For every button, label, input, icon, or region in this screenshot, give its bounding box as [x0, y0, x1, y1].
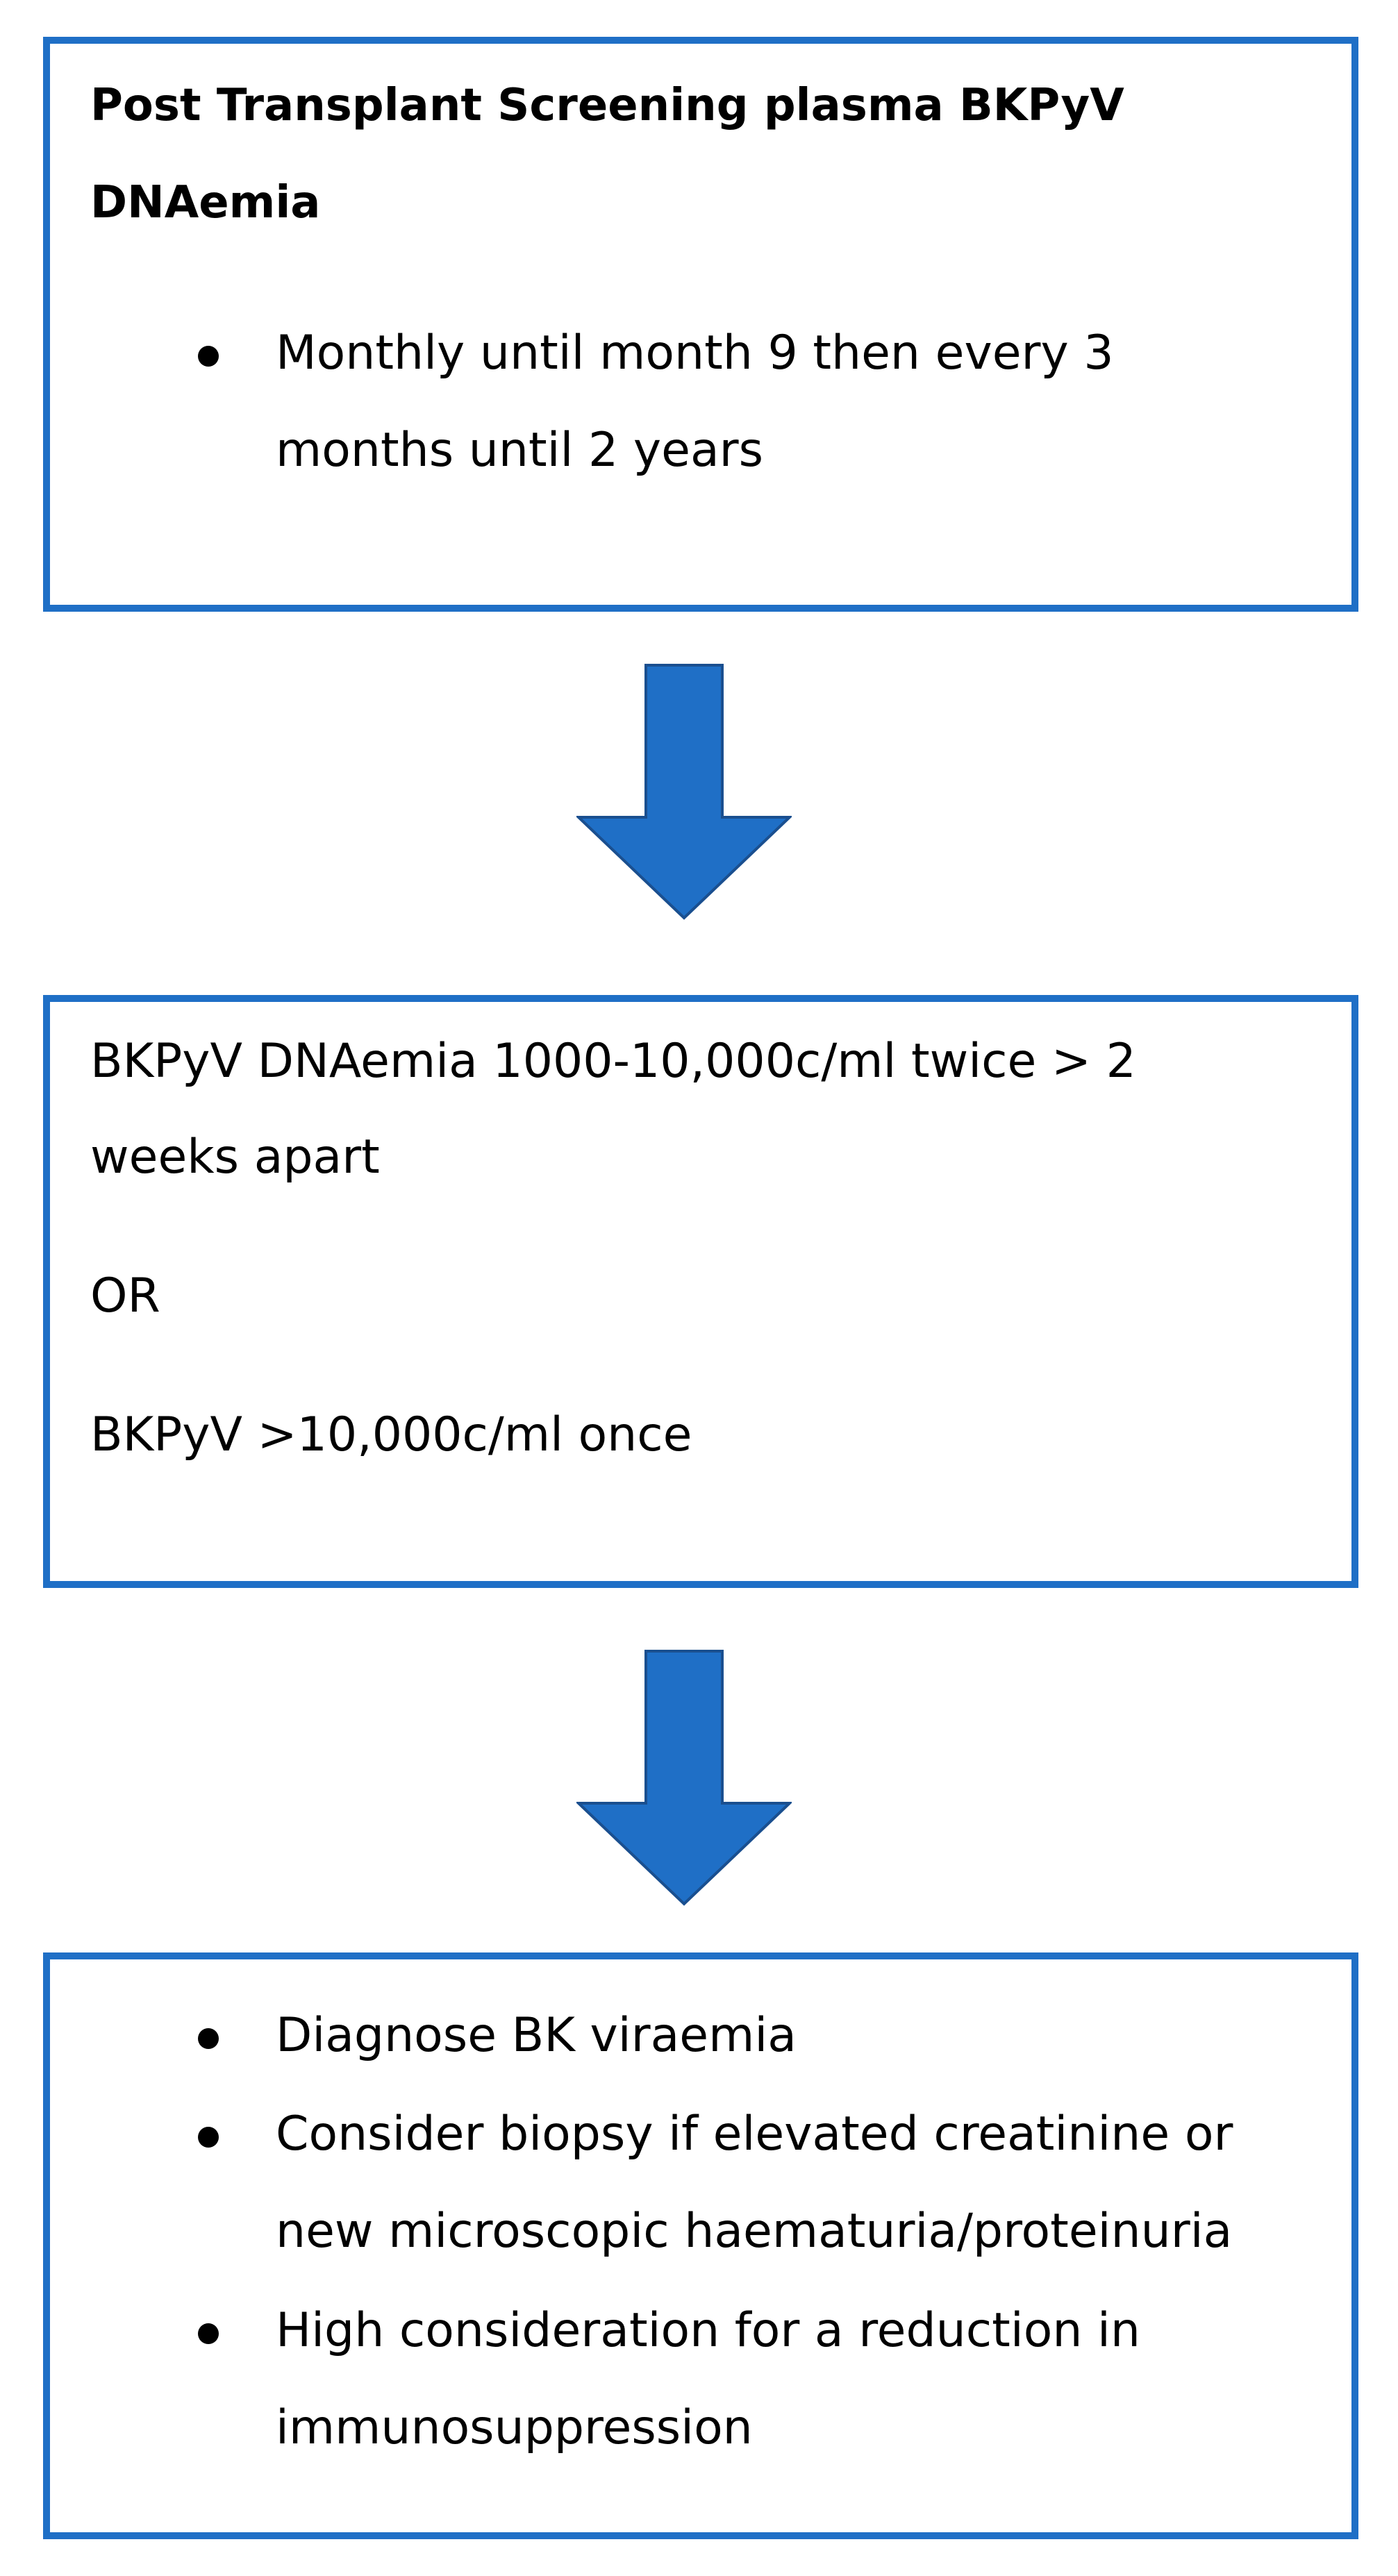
- management-bullet-1-line-1: Diagnose BK viraemia: [276, 2008, 797, 2063]
- bullet-icon: [198, 2028, 219, 2049]
- bullet-icon: [198, 2127, 219, 2148]
- down-arrow-icon: [576, 664, 792, 920]
- criteria-or-label: OR: [90, 1269, 160, 1323]
- management-bullet-2-line-2: new microscopic haematuria/proteinuria: [276, 2204, 1233, 2259]
- screening-title-line-2: DNAemia: [90, 177, 321, 228]
- management-bullet-3-line-1: High consideration for a reduction in: [276, 2303, 1141, 2358]
- bullet-icon: [198, 346, 219, 367]
- screening-title-line-1: Post Transplant Screening plasma BKPyV: [90, 80, 1124, 131]
- management-bullet-2-line-1: Consider biopsy if elevated creatinine o…: [276, 2107, 1233, 2161]
- criteria-line-4: BKPyV >10,000c/ml once: [90, 1407, 692, 1462]
- management-box: Diagnose BK viraemia Consider biopsy if …: [43, 1952, 1358, 2539]
- criteria-line-2: weeks apart: [90, 1130, 380, 1185]
- dnaemia-criteria-box: BKPyV DNAemia 1000-10,000c/ml twice > 2 …: [43, 995, 1358, 1588]
- bullet-icon: [198, 2323, 219, 2344]
- screening-box: Post Transplant Screening plasma BKPyV D…: [43, 37, 1358, 612]
- down-arrow-icon: [576, 1650, 792, 1906]
- screening-bullet-line-1: Monthly until month 9 then every 3: [276, 326, 1114, 380]
- screening-bullet-line-2: months until 2 years: [276, 423, 764, 478]
- management-bullet-3-line-2: immunosuppression: [276, 2400, 753, 2455]
- criteria-line-1: BKPyV DNAemia 1000-10,000c/ml twice > 2: [90, 1034, 1136, 1089]
